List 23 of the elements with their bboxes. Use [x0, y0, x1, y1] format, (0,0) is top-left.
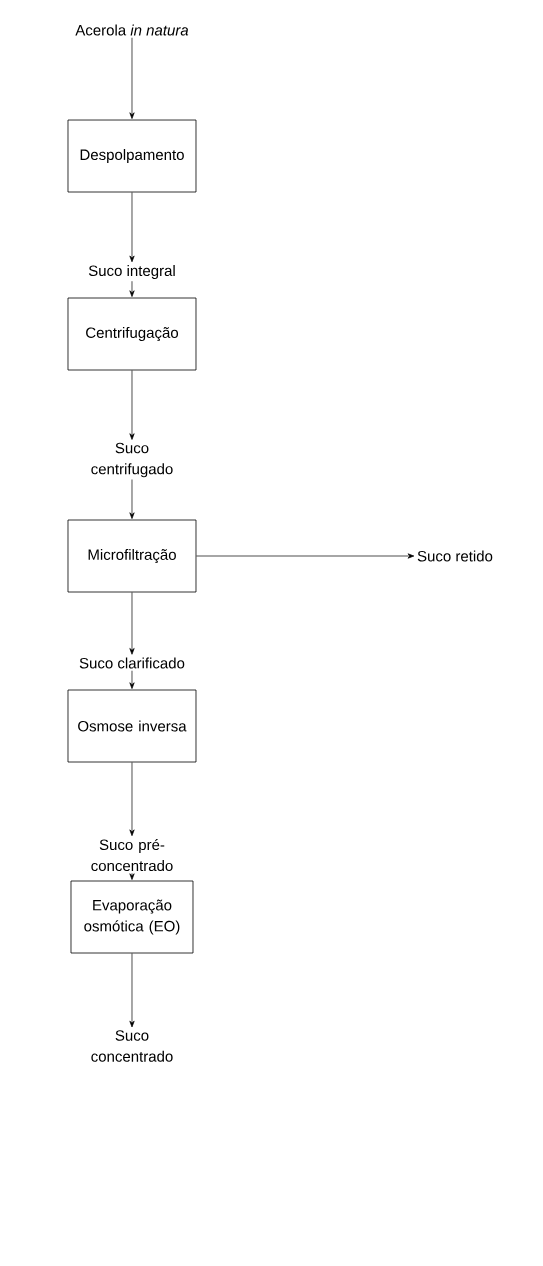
product-label: Suco centrifugado [91, 442, 173, 478]
product-label: Suco clarificado [79, 657, 185, 669]
arrow [129, 592, 135, 655]
product-label: Suco pré-concentrado [91, 838, 173, 872]
arrow [129, 37, 135, 119]
process-box: Evaporação osmótica (EO) [70, 880, 194, 954]
arrow [129, 192, 135, 263]
arrow [129, 953, 135, 1028]
arrow [129, 762, 135, 837]
arrow [129, 872, 135, 880]
product-label: Suco retido [417, 550, 493, 562]
arrow [129, 370, 135, 440]
product-label: Suco concentrado [91, 1030, 173, 1062]
process-box: Microfiltração [67, 519, 197, 593]
process-box: Osmose inversa [67, 689, 197, 763]
product-label: Acerola in natura [75, 24, 189, 36]
arrow [129, 670, 135, 689]
product-label: Suco integral [88, 265, 175, 279]
arrow [129, 280, 135, 297]
arrow [129, 479, 135, 519]
process-box: Centrifugação [67, 297, 197, 371]
arrow [196, 553, 415, 559]
process-box: Despolpamento [67, 119, 197, 193]
